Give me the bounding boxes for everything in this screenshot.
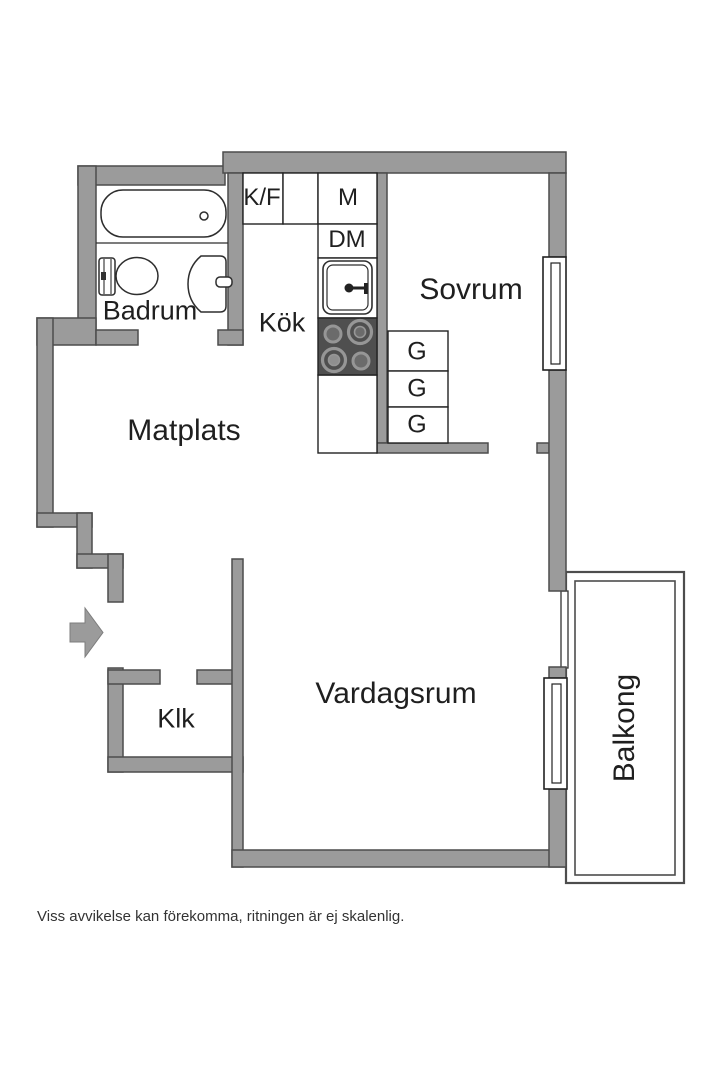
wall-right-upper xyxy=(548,172,567,258)
label-badrum: Badrum xyxy=(102,295,198,326)
wall-top-right xyxy=(222,151,567,174)
wall-top-left xyxy=(77,165,226,186)
bathtub-drain xyxy=(199,211,209,221)
balcony-outer-rect xyxy=(564,570,686,885)
wardrobe-cell-2 xyxy=(387,370,449,408)
kitchen-empty-cell xyxy=(282,172,319,225)
fridge-freezer-cell xyxy=(242,172,284,225)
wall-klk-top-left-stub xyxy=(107,669,161,685)
bedroom-window-frame xyxy=(550,262,561,365)
wall-left-upper xyxy=(77,165,97,331)
label-wardrobe-3: G xyxy=(407,410,427,439)
wall-right-mid xyxy=(548,369,567,592)
wall-bottom xyxy=(231,849,567,868)
living-room-window-strip xyxy=(560,590,569,669)
microwave-cell xyxy=(317,172,378,225)
kitchen-sink-icon xyxy=(322,260,373,315)
wall-bedroom-bottom xyxy=(376,442,489,454)
toilet-flush-button xyxy=(101,272,106,280)
label-wardrobe-1: G xyxy=(407,337,427,366)
burner-bottom-right xyxy=(351,351,371,371)
entrance-arrow-icon xyxy=(69,606,104,659)
label-sovrum: Sovrum xyxy=(419,273,523,306)
windows xyxy=(542,256,568,790)
wall-left-mid xyxy=(36,317,54,528)
wall-kitchen-bedroom xyxy=(376,172,388,444)
balcony-outline xyxy=(564,570,686,885)
burner-top-left xyxy=(323,324,343,344)
kitchen-faucet-base xyxy=(344,283,354,293)
toilet-bowl-icon xyxy=(115,256,159,296)
label-matplats: Matplats xyxy=(127,414,241,447)
wall-bedroom-bottom-stub xyxy=(536,442,550,454)
bathtub-icon xyxy=(100,189,227,238)
wall-bathroom-kitchen xyxy=(227,172,244,346)
burner-bottom-left-inner xyxy=(327,353,341,367)
wall-hall-living-divider xyxy=(231,558,244,868)
label-wardrobe-2: G xyxy=(407,374,427,403)
wall-step2-vertical xyxy=(107,553,124,603)
bathroom-fixtures xyxy=(96,189,233,313)
wall-right-lower xyxy=(548,788,567,868)
stove-icon xyxy=(317,317,378,376)
dishwasher-cell xyxy=(317,223,378,259)
label-vardagsrum: Vardagsrum xyxy=(315,677,477,710)
walls xyxy=(36,151,567,868)
washbasin-icon xyxy=(187,255,227,313)
label-dishwasher: DM xyxy=(328,226,366,253)
label-fridge-freezer: K/F xyxy=(243,184,281,211)
label-balkong: Balkong xyxy=(608,673,641,783)
wall-bathroom-door-stub-right xyxy=(217,329,244,346)
wardrobe-cell-1 xyxy=(387,330,449,372)
wall-bathroom-door-stub-left xyxy=(95,329,139,346)
label-klk: Klk xyxy=(157,703,195,734)
counter-cell xyxy=(317,374,378,454)
wall-klk-bottom xyxy=(107,756,244,773)
balcony-door-window-frame xyxy=(551,683,562,784)
wall-right-pier xyxy=(548,666,567,679)
washbasin-tap xyxy=(215,276,233,288)
disclaimer-text: Viss avvikelse kan förekomma, ritningen … xyxy=(37,908,405,925)
label-microwave: M xyxy=(338,184,358,211)
wardrobe-cell-3 xyxy=(387,406,449,444)
balcony-inner-rect xyxy=(574,580,676,876)
kitchen-faucet-spout xyxy=(364,283,368,294)
burner-top-right-inner xyxy=(353,325,367,339)
label-kok: Kök xyxy=(258,307,306,338)
wall-klk-top-right-stub xyxy=(196,669,238,685)
